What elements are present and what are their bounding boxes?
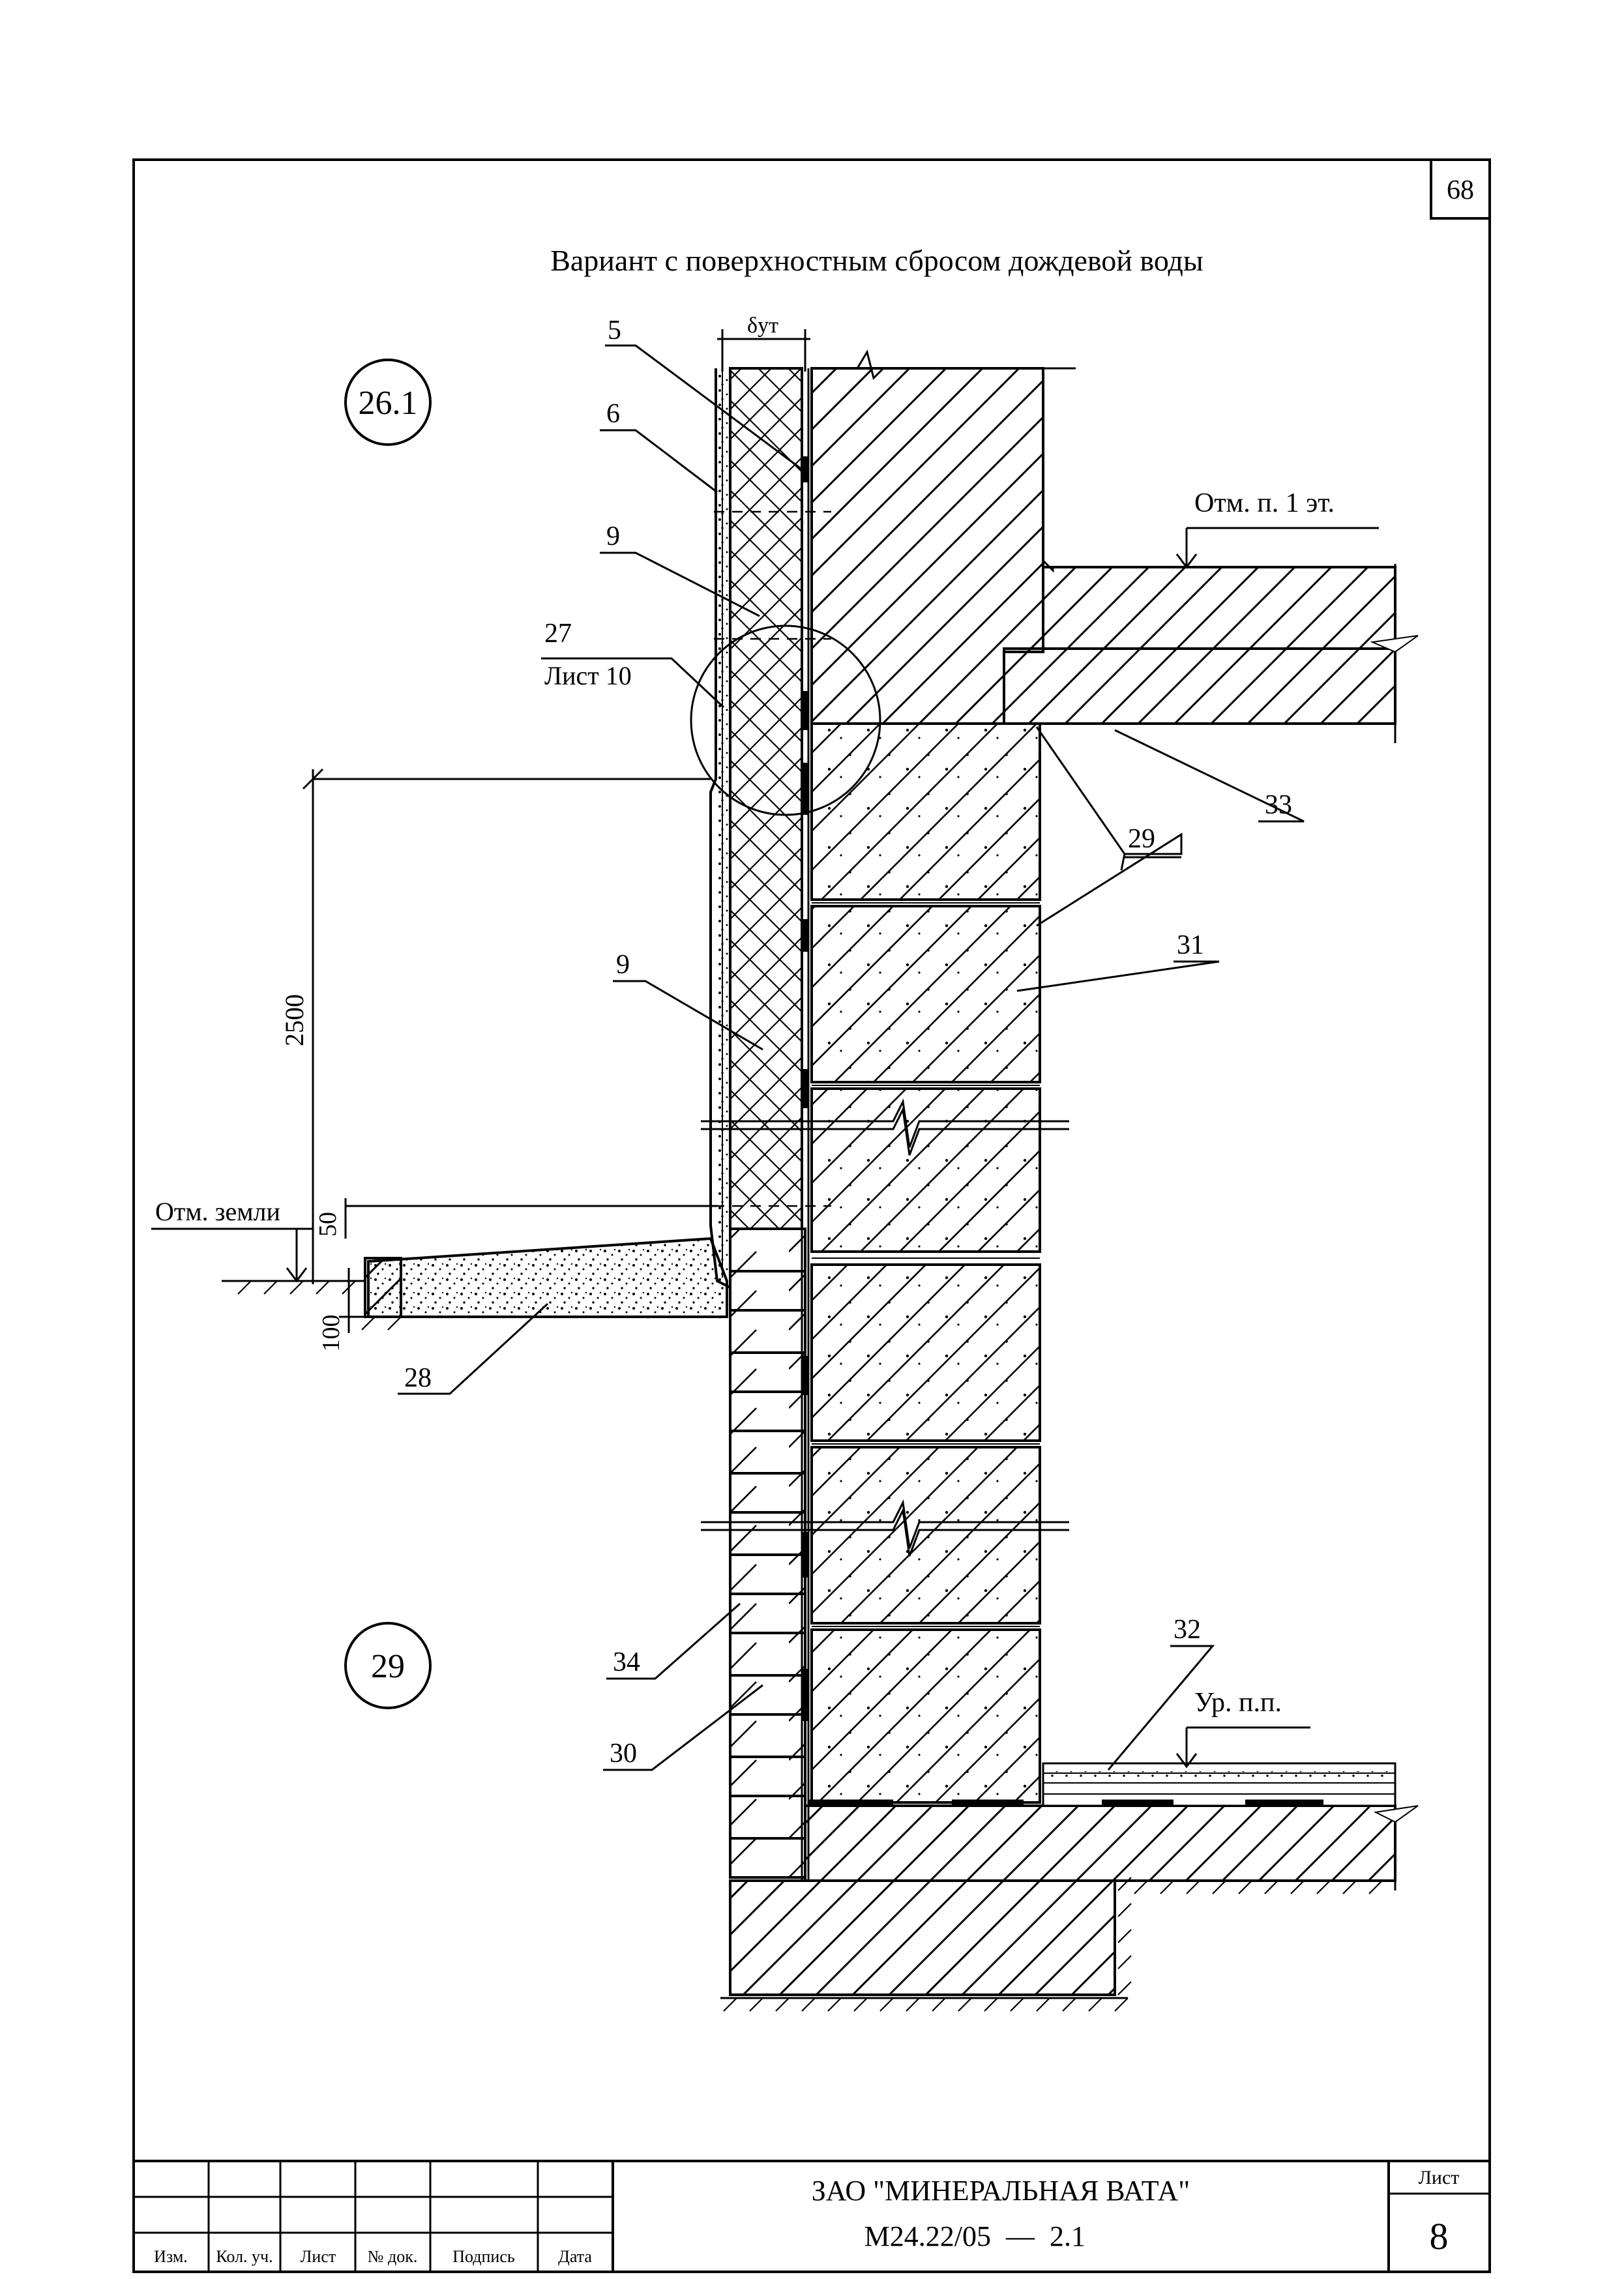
drawing-title: Вариант с поверхностным сбросом дождевой… — [550, 244, 1203, 277]
level-basement-floor: Ур. п.п. — [1175, 1688, 1310, 1769]
break-lines — [701, 349, 1076, 1557]
svg-text:δут: δут — [747, 314, 778, 338]
col-list: Лист — [301, 2247, 336, 2266]
sheet-number: 8 — [1430, 2215, 1449, 2257]
insulation-layer — [714, 367, 831, 1230]
svg-text:100: 100 — [317, 1315, 345, 1352]
company-name: ЗАО "МИНЕРАЛЬНАЯ ВАТА" — [812, 2175, 1190, 2207]
dimension-2500: 2500 — [280, 768, 711, 1284]
callout-29: 29 — [1128, 824, 1155, 854]
callout-34: 34 — [613, 1647, 640, 1677]
col-date: Дата — [558, 2247, 592, 2266]
first-floor-slab — [1003, 564, 1419, 743]
sheet-frame — [132, 158, 1491, 2273]
callout-9-upper: 9 — [606, 522, 620, 551]
document-code: М24.22/05 — [864, 2220, 991, 2252]
col-kol-uch: Кол. уч. — [216, 2247, 273, 2266]
section-number: 2.1 — [1050, 2220, 1085, 2252]
level-ground: Отм. земли — [151, 1197, 313, 1283]
callout-27: 27 — [544, 619, 572, 649]
callout-9-lower: 9 — [616, 950, 630, 980]
callout-33: 33 — [1265, 790, 1292, 820]
page-number: 68 — [1447, 175, 1474, 205]
plinth-bricks — [729, 1228, 806, 1879]
detail-mark-29: 29 — [344, 1622, 432, 1709]
callout-5: 5 — [608, 316, 621, 346]
callout-27-sheet: Лист 10 — [544, 661, 632, 690]
code-dash: — — [1005, 2220, 1035, 2252]
basement-wall-blocks — [810, 722, 1041, 1804]
col-signature: Подпись — [452, 2247, 515, 2266]
svg-text:2500: 2500 — [280, 994, 309, 1046]
callout-32: 32 — [1174, 1615, 1201, 1645]
detail-27-circle — [690, 625, 881, 816]
title-block: Изм. Кол. уч. Лист № док. Подпись Дата З… — [134, 2160, 1490, 2272]
svg-text:50: 50 — [314, 1212, 342, 1237]
svg-text:Отм. земли: Отм. земли — [155, 1197, 280, 1226]
svg-text:Ур. п.п.: Ур. п.п. — [1194, 1688, 1282, 1718]
callout-31: 31 — [1177, 930, 1204, 960]
detail-mark-26-1: 26.1 — [344, 359, 432, 446]
basement-floor-buildup — [808, 1762, 1396, 1807]
foundation — [720, 1799, 1419, 2012]
level-first-floor: Отм. п. 1 эт. — [1175, 488, 1379, 569]
callout-30: 30 — [610, 1739, 637, 1769]
sheet-label: Лист — [1419, 2167, 1460, 2188]
svg-text:26.1: 26.1 — [359, 385, 418, 422]
callout-28: 28 — [404, 1363, 432, 1393]
dimension-100: 100 — [317, 1268, 365, 1352]
render-layer — [709, 368, 731, 1289]
svg-text:29: 29 — [371, 1648, 405, 1685]
thickness-dimension: δут — [717, 314, 810, 372]
callout-6: 6 — [606, 399, 620, 429]
blind-area — [222, 1237, 728, 1331]
page-number-box: 68 — [1430, 158, 1491, 220]
dimension-50: 50 — [314, 1198, 717, 1239]
col-doc-no: № док. — [368, 2247, 418, 2266]
callout-labels: 5 6 9 27 Лист 10 9 28 29 31 33 34 30 32 — [404, 316, 1292, 1769]
svg-text:Отм. п. 1 эт.: Отм. п. 1 эт. — [1194, 488, 1335, 518]
col-izm: Изм. — [154, 2247, 188, 2266]
callouts — [398, 344, 1305, 1771]
